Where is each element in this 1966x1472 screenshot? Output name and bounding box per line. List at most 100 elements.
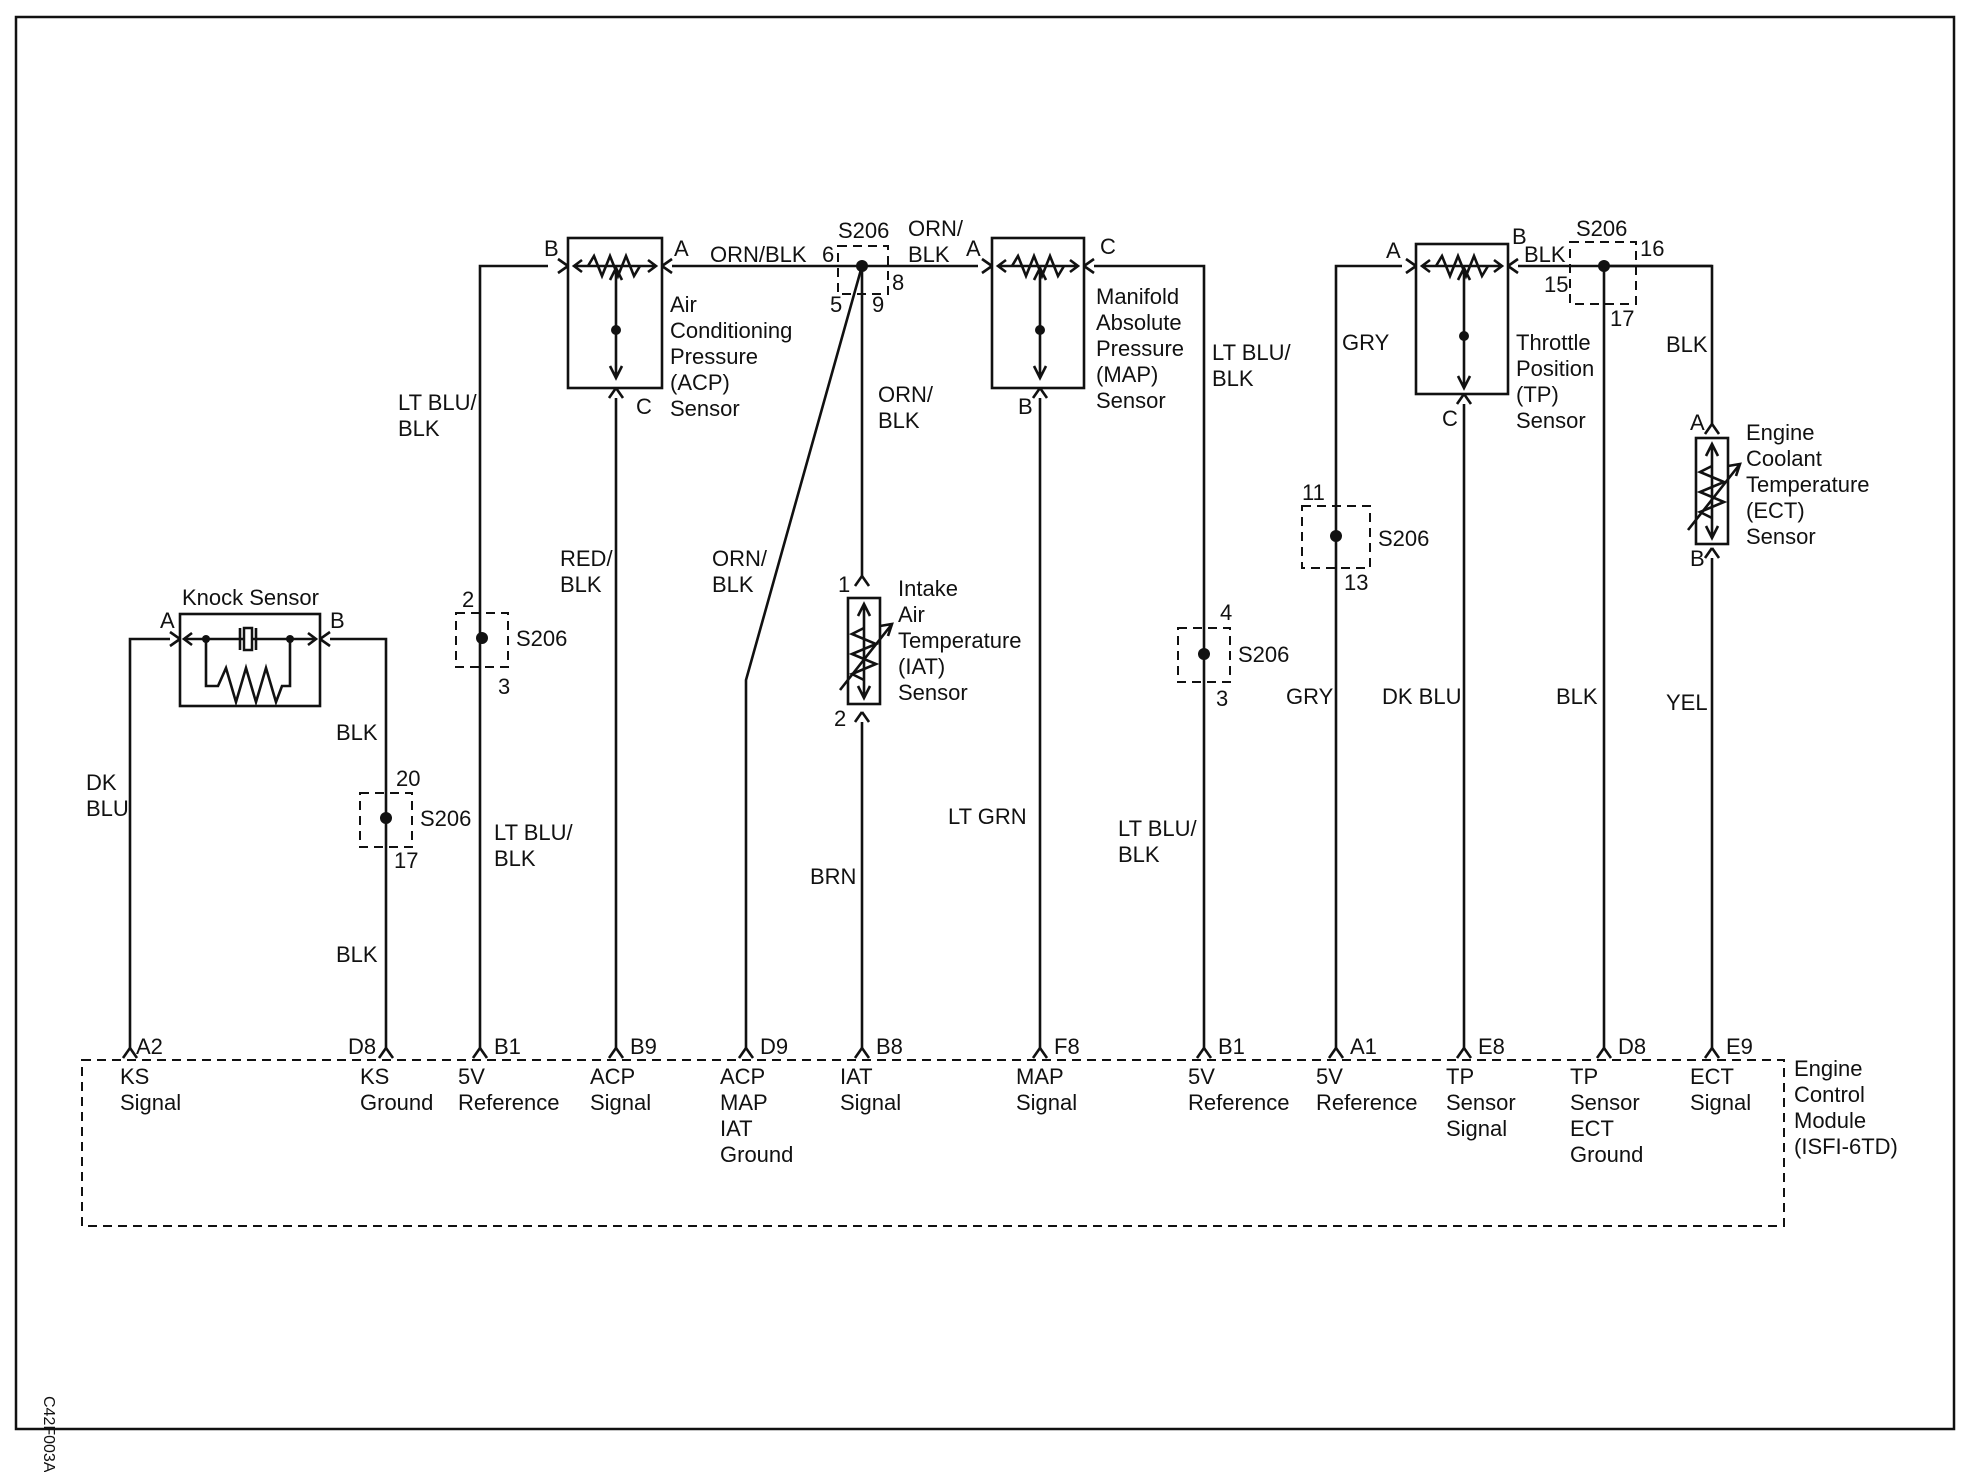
ecm-label-line-1: Engine: [1794, 1056, 1863, 1081]
acp-label-2: Conditioning: [670, 318, 792, 343]
acp-label-1: Air: [670, 292, 697, 317]
ecm-pin-mark: [853, 1047, 871, 1059]
tp-pin-a: A: [1386, 238, 1401, 263]
acp-label-5: Sensor: [670, 396, 740, 421]
ecm-pin-function: Signal: [1016, 1090, 1077, 1115]
ecm-pin-mark: [1703, 1047, 1721, 1059]
ecm-pin-function: MAP: [1016, 1064, 1064, 1089]
splice-ref1-name: S206: [516, 626, 567, 651]
label-orn-blk-vert-1: ORN/: [878, 382, 934, 407]
tp-label-4: Sensor: [1516, 408, 1586, 433]
label-dk-blu-tp: DK BLU: [1382, 684, 1461, 709]
knock-sensor: Knock Sensor A B: [160, 585, 345, 708]
acp-label-3: Pressure: [670, 344, 758, 369]
ecm-pin-function: ACP: [590, 1064, 635, 1089]
label-red-blk-2: BLK: [560, 572, 602, 597]
splice-ref2-name: S206: [1238, 642, 1289, 667]
ecm-pin-id: B1: [494, 1034, 521, 1059]
splice-gry-top: 11: [1302, 480, 1325, 505]
iat-pin-1: 1: [838, 572, 850, 597]
tp-label-1: Throttle: [1516, 330, 1591, 355]
iat-label-3: Temperature: [898, 628, 1022, 653]
wire-ect-ground: [1604, 264, 1714, 424]
ecm-pin-mark: [1455, 1047, 1473, 1059]
acp-pin-a: A: [674, 236, 689, 261]
iat-sensor: 1 2 Intake Air Temperature (IAT) Sensor: [834, 572, 1022, 731]
label-ltblu-2-upper-2: BLK: [1212, 366, 1254, 391]
ecm-pin-function: Sensor: [1570, 1090, 1640, 1115]
iat-label-5: Sensor: [898, 680, 968, 705]
iat-label-2: Air: [898, 602, 925, 627]
label-gry-upper: GRY: [1342, 330, 1390, 355]
ecm-pin-function: ECT: [1690, 1064, 1734, 1089]
splice-gry-bottom: 13: [1344, 570, 1368, 595]
splice-ref2-bottom: 3: [1216, 686, 1228, 711]
splice-tp-16: 16: [1640, 236, 1664, 261]
splice-ref1-top: 2: [462, 587, 474, 612]
ecm-pin-id: B8: [876, 1034, 903, 1059]
ecm-pin-mark: [471, 1047, 489, 1059]
label-ltblu-2-lower-2: BLK: [1118, 842, 1160, 867]
acp-label-4: (ACP): [670, 370, 730, 395]
splice-ref2-top: 4: [1220, 600, 1232, 625]
map-pin-c: C: [1100, 234, 1116, 259]
ect-label-5: Sensor: [1746, 524, 1816, 549]
splice-center-5: 5: [830, 292, 842, 317]
label-dk-blu-1: DK: [86, 770, 117, 795]
splice-center-9: 9: [872, 292, 884, 317]
acp-pin-c: C: [636, 394, 652, 419]
ecm-label-line-4: (ISFI-6TD): [1794, 1134, 1898, 1159]
knock-pin-a: A: [160, 608, 175, 633]
ecm-pin-function: 5V: [1316, 1064, 1343, 1089]
label-gry-lower: GRY: [1286, 684, 1334, 709]
ect-pin-b: B: [1690, 546, 1705, 571]
map-label-4: (MAP): [1096, 362, 1158, 387]
knock-sensor-title: Knock Sensor: [182, 585, 319, 610]
splice-s206-gry: 11 13 S206: [1301, 480, 1429, 595]
label-blk-ks-upper: BLK: [336, 720, 378, 745]
diagram-frame: [14, 15, 1956, 1431]
map-pin-a: A: [966, 236, 981, 261]
label-ltblu-1-lower-2: BLK: [494, 846, 536, 871]
ect-sensor: A B Engine Coolant Temperature (ECT) Sen…: [1686, 410, 1870, 571]
ecm-pin-id: A2: [136, 1034, 163, 1059]
wire-5v-ref-2: [1094, 264, 1206, 1048]
label-ltblu-1-upper-1: LT BLU/: [398, 390, 478, 415]
ecm-pin-mark: [377, 1047, 395, 1059]
label-orn-blk-diag-2: BLK: [712, 572, 754, 597]
ecm-pin-mark: [1195, 1047, 1213, 1059]
label-orn-blk-top: ORN/BLK: [710, 242, 807, 267]
label-dk-blu-2: BLU: [86, 796, 129, 821]
splice-s206-ref1: 2 3 S206: [455, 587, 567, 699]
ecm-pin-function: MAP: [720, 1090, 768, 1115]
splice-s206-ref2: 4 3 S206: [1177, 600, 1289, 711]
ecm-pin-mark: [121, 1047, 139, 1059]
ect-label-2: Coolant: [1746, 446, 1822, 471]
splice-tp-name: S206: [1576, 216, 1627, 241]
ect-pin-a: A: [1690, 410, 1705, 435]
ecm-pin-function: Signal: [1446, 1116, 1507, 1141]
ecm-pin-function: TP: [1570, 1064, 1598, 1089]
ecm-pin-mark: [1595, 1047, 1613, 1059]
ecm-pin-function: Ground: [720, 1142, 793, 1167]
wire-ks-ground: [330, 637, 388, 1048]
ecm-pin-id: E8: [1478, 1034, 1505, 1059]
ecm-label-line-3: Module: [1794, 1108, 1866, 1133]
ecm-pin-id: B9: [630, 1034, 657, 1059]
splice-tp-15: 15: [1544, 272, 1568, 297]
map-label-1: Manifold: [1096, 284, 1179, 309]
ect-label-3: Temperature: [1746, 472, 1870, 497]
ecm-pin-function: IAT: [720, 1116, 753, 1141]
tp-sensor: A B C Throttle Position (TP) Sensor: [1386, 224, 1594, 433]
tp-label-2: Position: [1516, 356, 1594, 381]
wire-acp-map-iat-ground: [744, 265, 864, 1048]
iat-label-1: Intake: [898, 576, 958, 601]
splice-s206-tp: S206 15 16 17: [1544, 216, 1664, 331]
splice-center-8: 8: [892, 270, 904, 295]
diagram-id: C42F003A: [40, 1396, 57, 1472]
ecm-pin-mark: [1327, 1047, 1345, 1059]
ecm-pin-function: Signal: [120, 1090, 181, 1115]
map-label-2: Absolute: [1096, 310, 1182, 335]
ecm-pin-function: ECT: [1570, 1116, 1614, 1141]
